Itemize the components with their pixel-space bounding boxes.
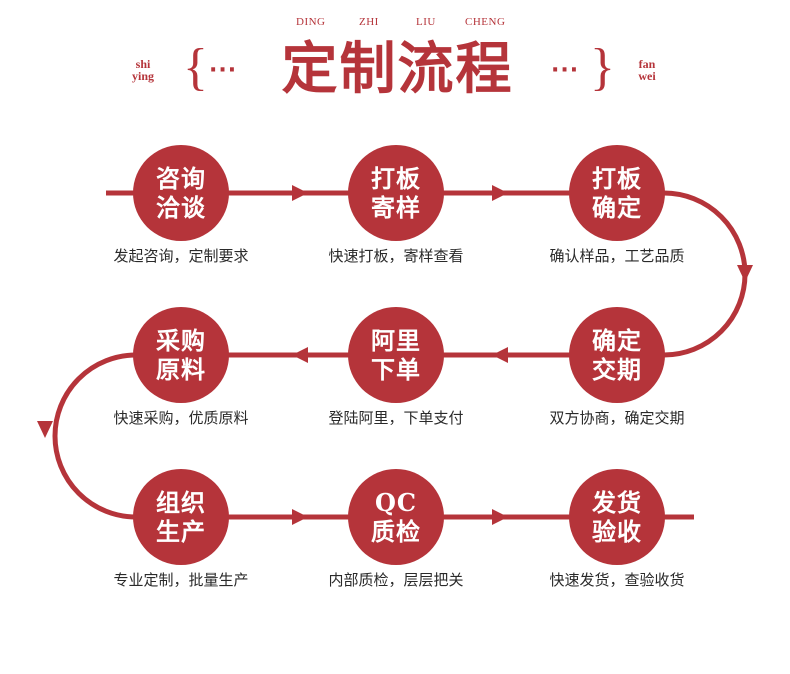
step-caption-delivery-date: 双方协商，确定交期 [549, 409, 685, 427]
step-caption-consult: 发起咨询，定制要求 [113, 247, 249, 265]
step-node-delivery-date: 确定交期 [569, 307, 665, 403]
connector-loop-left [52, 352, 137, 520]
step-caption-production: 专业定制，批量生产 [113, 571, 249, 589]
right-ellipsis: ··· [551, 58, 580, 83]
step-node-consult: 咨询洽谈 [133, 145, 229, 241]
arrow-right-icon [492, 509, 508, 525]
arrow-left-icon [492, 347, 508, 363]
step-caption-sample: 快速打板，寄样查看 [328, 247, 464, 265]
step-node-order: 阿里下单 [348, 307, 444, 403]
step-node-shipping: 发货验收 [569, 469, 665, 565]
open-brace: { [183, 39, 208, 96]
step-node-confirm-sample: 打板确定 [569, 145, 665, 241]
step-node-sample: 打板寄样 [348, 145, 444, 241]
left-side-label: shi ying [128, 58, 158, 82]
right-side-label: fan wei [632, 58, 662, 82]
pinyin-ding: DING [296, 16, 326, 28]
step-caption-purchase: 快速采购，优质原料 [113, 409, 249, 427]
arrow-right-icon [292, 185, 308, 201]
connector-loop-right [663, 190, 748, 358]
step-caption-confirm-sample: 确认样品，工艺品质 [549, 247, 685, 265]
left-label-line-2: ying [131, 69, 154, 83]
pinyin-zhi: ZHI [359, 16, 379, 28]
right-label-line-1: fan [638, 57, 656, 71]
arrow-down-icon [737, 265, 753, 282]
step-node-purchase: 采购原料 [133, 307, 229, 403]
arrow-left-icon [292, 347, 308, 363]
step-caption-qc: 内部质检，层层把关 [328, 571, 464, 589]
arrow-right-icon [292, 509, 308, 525]
step-node-production: 组织生产 [133, 469, 229, 565]
step-caption-shipping: 快速发货，查验收货 [549, 571, 685, 589]
arrow-right-icon [492, 185, 508, 201]
page-title: 定制流程 [281, 36, 514, 102]
pinyin-liu: LIU [416, 16, 436, 28]
step-caption-order: 登陆阿里，下单支付 [328, 409, 464, 427]
left-ellipsis: ··· [209, 58, 238, 83]
pinyin-cheng: CHENG [465, 16, 506, 28]
close-brace: } [590, 39, 615, 96]
arrow-down-icon [37, 421, 53, 438]
right-label-line-2: wei [638, 69, 656, 83]
left-label-line-1: shi [135, 57, 151, 71]
